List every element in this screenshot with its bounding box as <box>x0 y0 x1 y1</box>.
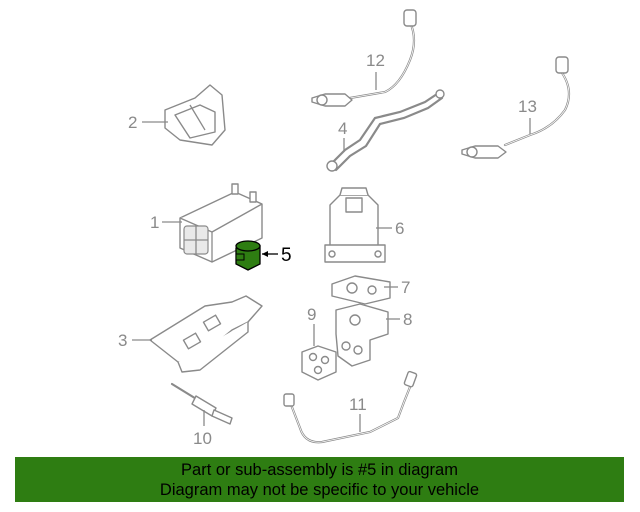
callout-7: 7 <box>384 278 410 297</box>
banner-line-1: Part or sub-assembly is #5 in diagram <box>181 461 458 479</box>
callout-8: 8 <box>386 310 412 329</box>
callout-13: 13 <box>518 97 537 134</box>
svg-text:4: 4 <box>338 119 347 138</box>
callout-2: 2 <box>128 113 168 132</box>
svg-text:12: 12 <box>366 51 385 70</box>
callout-11: 11 <box>349 395 367 432</box>
part-3-tray <box>149 295 263 373</box>
callout-6: 6 <box>376 219 404 238</box>
part-11-hose <box>283 370 418 444</box>
part-9-gasket <box>301 345 337 381</box>
svg-text:11: 11 <box>349 395 367 414</box>
banner-line-2: Diagram may not be specific to your vehi… <box>159 481 480 499</box>
svg-text:10: 10 <box>193 429 212 448</box>
svg-text:8: 8 <box>403 310 412 329</box>
callout-4: 4 <box>338 119 347 152</box>
parts-diagram: 12 4 13 2 <box>118 9 571 448</box>
svg-text:7: 7 <box>401 278 410 297</box>
info-banner: Part or sub-assembly is #5 in diagram Di… <box>15 457 624 502</box>
svg-text:2: 2 <box>128 113 137 132</box>
part-6-egr-valve <box>324 187 386 263</box>
svg-text:9: 9 <box>307 305 316 324</box>
callout-9: 9 <box>307 305 316 346</box>
part-13-oxygen-sensor <box>461 56 571 159</box>
part-2-bracket <box>164 84 226 146</box>
part-5-purge-valve <box>235 240 261 271</box>
callout-12: 12 <box>366 51 385 90</box>
svg-text:1: 1 <box>150 213 159 232</box>
part-10-sensor <box>170 382 233 425</box>
svg-text:13: 13 <box>518 97 537 116</box>
callout-1: 1 <box>150 213 182 232</box>
part-7-gasket <box>331 275 391 305</box>
svg-text:6: 6 <box>395 219 404 238</box>
callout-10: 10 <box>193 410 212 448</box>
svg-text:5: 5 <box>281 245 292 266</box>
callout-5: 5 <box>262 245 292 266</box>
part-12-oxygen-sensor <box>311 9 417 107</box>
svg-text:3: 3 <box>118 331 127 350</box>
callout-3: 3 <box>118 331 152 350</box>
part-8-adapter <box>335 303 389 367</box>
part-4-egr-pipe <box>326 89 445 172</box>
